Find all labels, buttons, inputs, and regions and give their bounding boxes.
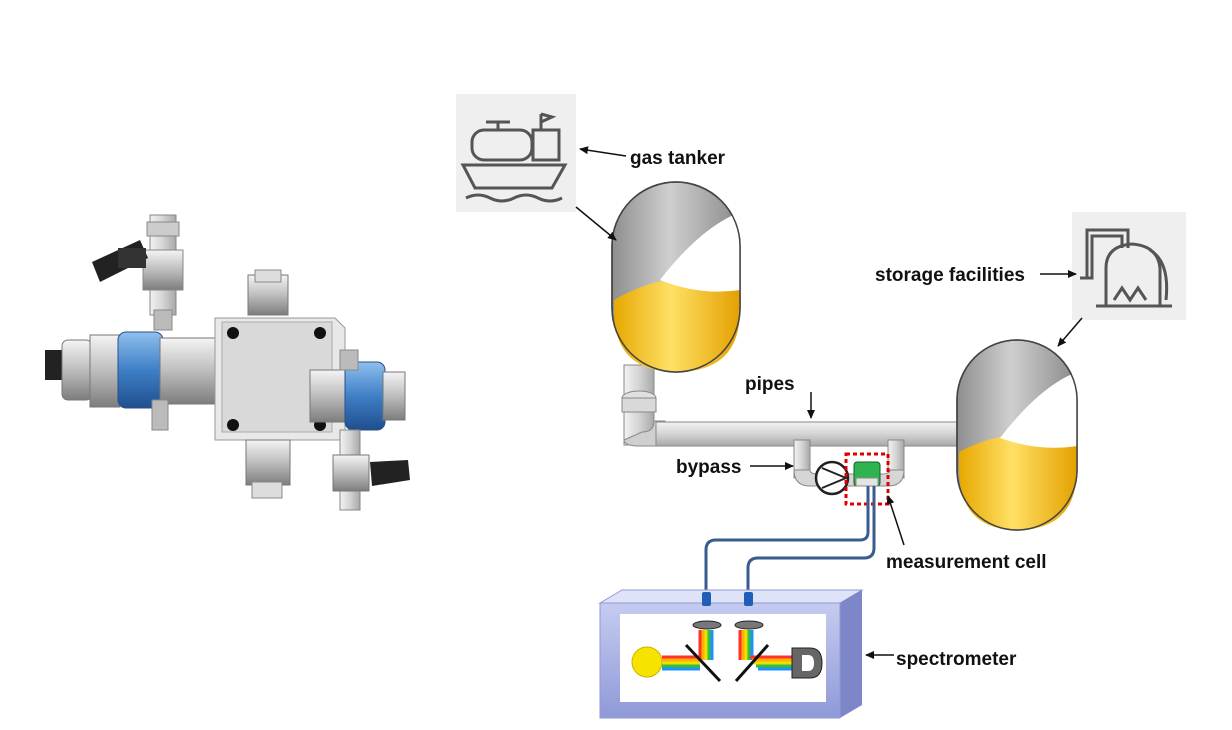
pipe-network bbox=[621, 364, 969, 487]
spectrometer-box bbox=[598, 589, 864, 719]
bypass-label: bypass bbox=[676, 457, 741, 478]
left-tank bbox=[611, 181, 741, 373]
annotation-arrows bbox=[575, 146, 1083, 659]
measurement-cell-label: measurement cell bbox=[886, 552, 1047, 573]
pipes-label: pipes bbox=[745, 374, 795, 395]
right-valve-body bbox=[309, 349, 410, 511]
top-valve bbox=[92, 214, 184, 331]
optical-fibers bbox=[704, 486, 876, 596]
storage-tank-icon bbox=[1072, 212, 1186, 320]
pump-icon bbox=[814, 460, 850, 496]
gas-tanker-label: gas tanker bbox=[630, 148, 726, 169]
light-source-icon bbox=[631, 646, 663, 678]
right-tank bbox=[956, 339, 1078, 531]
storage-facilities-label: storage facilities bbox=[875, 265, 1025, 286]
ship-icon bbox=[456, 94, 576, 212]
spectrometer-label: spectrometer bbox=[896, 649, 1017, 670]
flow-cell-photo bbox=[45, 214, 410, 511]
